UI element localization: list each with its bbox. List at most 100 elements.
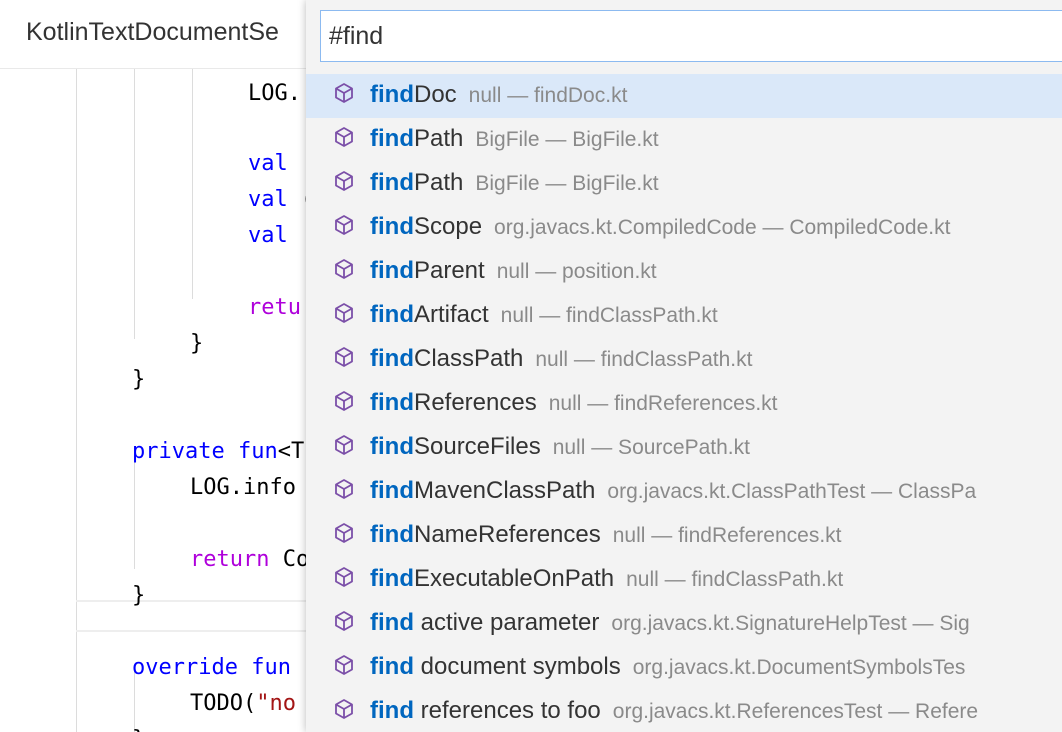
symbol-container-detail: null — findClassPath.kt [500, 304, 718, 327]
match-highlight: find [370, 697, 414, 724]
code-line: val [248, 149, 301, 179]
symbol-name-rest: Path [413, 125, 464, 152]
code-line: retu [248, 293, 301, 323]
indent-guide [76, 69, 77, 732]
symbol-name-rest: active parameter [413, 609, 600, 636]
symbol-container-detail: null — SourcePath.kt [552, 436, 750, 459]
symbol-method-icon [334, 478, 354, 500]
code-line: return Co [190, 545, 309, 575]
quick-open-input[interactable] [320, 10, 1062, 62]
symbol-method-icon [334, 170, 354, 192]
symbol-container-detail: null — findClassPath.kt [535, 348, 753, 371]
match-highlight: find [370, 345, 414, 372]
code-line: } [132, 581, 145, 611]
symbol-name-rest: References [413, 389, 537, 416]
match-highlight: find [370, 565, 414, 592]
match-highlight: find [370, 301, 414, 328]
symbol-name-rest: ExecutableOnPath [413, 565, 615, 592]
symbol-container-detail: org.javacs.kt.SignatureHelpTest — Sig [611, 612, 970, 635]
symbol-name-rest: Parent [413, 257, 485, 284]
symbol-name-rest: ClassPath [413, 345, 524, 372]
editor-tab-title[interactable]: KotlinTextDocumentSe [26, 18, 279, 46]
code-token: val [248, 151, 301, 176]
symbol-method-icon [334, 522, 354, 544]
code-token: } [132, 727, 145, 732]
indent-guide [134, 449, 135, 569]
symbol-name-rest: SourceFiles [413, 433, 541, 460]
symbol-container-detail: org.javacs.kt.ReferencesTest — Refere [612, 700, 979, 723]
symbol-name-rest: Path [413, 169, 464, 196]
symbol-container-detail: org.javacs.kt.DocumentSymbolsTes [632, 656, 966, 679]
match-highlight: find [370, 653, 414, 680]
symbol-name-rest: references to foo [413, 697, 601, 724]
match-highlight: find [370, 521, 414, 548]
symbol-container-detail: null — findClassPath.kt [626, 568, 844, 591]
symbol-method-icon [334, 566, 354, 588]
symbol-name-rest: Scope [413, 213, 483, 240]
code-line: } [132, 365, 145, 395]
code-token: <T [277, 439, 305, 464]
match-highlight: find [370, 389, 414, 416]
match-highlight: find [370, 81, 414, 108]
code-token: } [132, 583, 146, 608]
quick-open-item[interactable]: findClassPath null — findClassPath.kt [306, 338, 1062, 382]
indent-guide [134, 665, 135, 732]
code-token: LOG. [248, 81, 301, 106]
symbol-method-icon [334, 258, 354, 280]
quick-open-item[interactable]: findExecutableOnPath null — findClassPath… [306, 558, 1062, 602]
match-highlight: find [370, 257, 414, 284]
symbol-method-icon [334, 654, 354, 676]
symbol-method-icon [334, 82, 354, 104]
quick-open-item-label: findSourceFiles null — SourcePath.kt [370, 432, 750, 463]
symbol-container-detail: null — findReferences.kt [612, 524, 842, 547]
symbol-method-icon [334, 302, 354, 324]
code-line: private fun<T [132, 437, 304, 467]
symbol-name-rest: Doc [413, 81, 457, 108]
match-highlight: find [370, 433, 414, 460]
quick-open-item-label: find references to foo org.javacs.kt.Refe… [370, 696, 978, 727]
quick-open-item[interactable]: find references to foo org.javacs.kt.Refe… [306, 690, 1062, 732]
symbol-method-icon [334, 698, 354, 720]
code-token: return [190, 547, 283, 572]
match-highlight: find [370, 609, 414, 636]
quick-open-item[interactable]: findSourceFiles null — SourcePath.kt [306, 426, 1062, 470]
code-token: LOG.info [190, 475, 296, 500]
code-line: val [248, 221, 301, 251]
code-token: private fun [132, 439, 278, 464]
quick-open-item[interactable]: find active parameter org.javacs.kt.Signa… [306, 602, 1062, 646]
match-highlight: find [370, 125, 414, 152]
code-token: override fun [132, 655, 291, 680]
match-highlight: find [370, 169, 414, 196]
code-line: LOG.info [190, 473, 296, 503]
symbol-method-icon [334, 610, 354, 632]
code-token: "no [256, 691, 296, 716]
code-line: LOG. [248, 79, 301, 109]
code-token: TODO( [190, 691, 257, 716]
code-token: val [248, 223, 301, 248]
code-token: } [132, 367, 146, 392]
code-token: retu [248, 295, 301, 320]
match-highlight: find [370, 213, 414, 240]
code-line: TODO("no [190, 689, 296, 719]
quick-open-item-label: findExecutableOnPath null — findClassPath… [370, 564, 843, 595]
quick-open-item-label: findClassPath null — findClassPath.kt [370, 344, 752, 375]
